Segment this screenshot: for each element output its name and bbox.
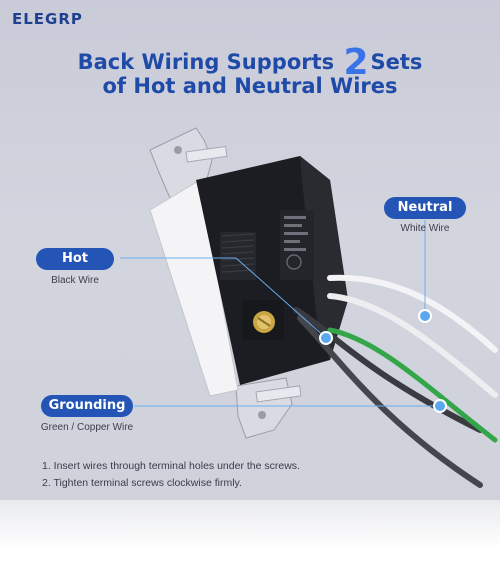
headline-line-2: of Hot and Neutral Wires xyxy=(102,74,398,98)
grounding-callout-dot xyxy=(433,399,447,413)
instruction-step-2: 2. Tighten terminal screws clockwise fir… xyxy=(42,477,242,489)
hot-sublabel: Black Wire xyxy=(51,275,99,286)
hot-callout-dot xyxy=(319,331,333,345)
headline-line-1-after: Sets xyxy=(370,50,423,74)
bottom-mounting-strap xyxy=(235,377,302,439)
callout-leaders xyxy=(120,220,440,407)
grounding-label: Grounding xyxy=(41,395,133,417)
neutral-label: Neutral xyxy=(384,197,466,219)
green-ground-wire xyxy=(327,327,498,443)
brass-terminal-screw xyxy=(242,300,284,340)
brand-logo: ELEGRP xyxy=(12,10,83,28)
outlet-faceplate xyxy=(149,179,239,397)
product-image-stage: ELEGRP Back Wiring Supports 2Sets of Hot… xyxy=(0,0,500,500)
neutral-sublabel: White Wire xyxy=(400,223,450,234)
hot-label: Hot xyxy=(36,248,114,270)
instruction-steps: 1. Insert wires through terminal holes u… xyxy=(42,458,300,492)
neutral-callout-dot xyxy=(418,309,432,323)
headline-number: 2 xyxy=(343,42,369,83)
headline-line-1-before: Back Wiring Supports xyxy=(77,50,342,74)
footer-fade xyxy=(0,500,500,571)
headline-line-1: Back Wiring Supports 2Sets xyxy=(0,42,500,83)
grounding-sublabel: Green / Copper Wire xyxy=(40,422,134,433)
outlet-illustration xyxy=(120,127,498,488)
white-wires xyxy=(327,274,498,398)
instruction-step-1: 1. Insert wires through terminal holes u… xyxy=(42,460,300,472)
